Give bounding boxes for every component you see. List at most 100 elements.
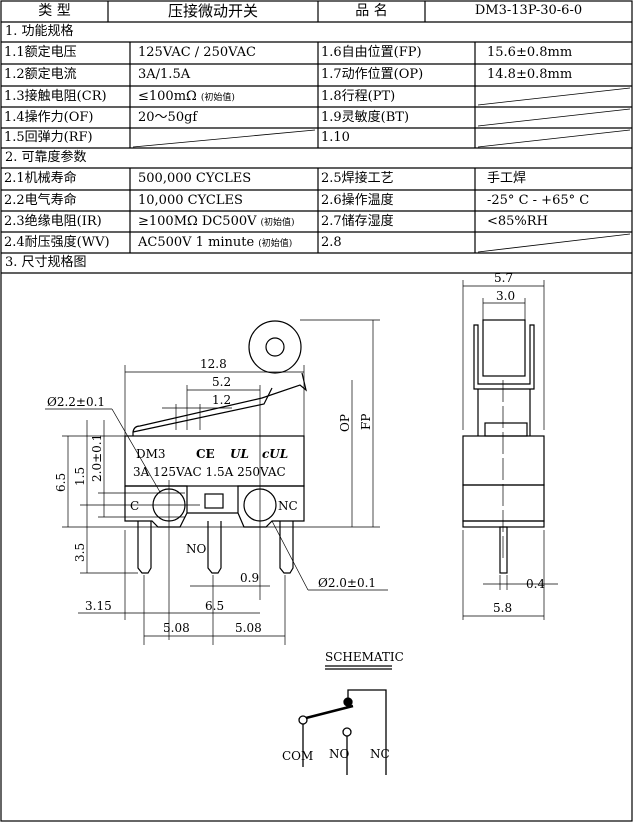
spec-cell-l2: 2.7储存湿度 [318,212,475,233]
schematic-nc: NC [370,747,390,761]
spec-cell-v1: ≥100MΩ DC500V(初始值) [130,212,318,233]
spec-cell-v1: ≤100mΩ(初始值) [130,87,318,108]
spec-cell-v2 [475,87,632,108]
ce-mark: CE [196,447,215,461]
initial-value-note: (初始值) [258,239,293,249]
section-3-title: 3. 尺寸规格图 [5,255,87,270]
spec-cell-l2: 1.10 [318,128,475,149]
dim-1-5: 1.5 [73,467,87,486]
spec-text: 1.1额定电压 [4,45,77,60]
spec-cell-l1: 1.1额定电压 [1,43,130,64]
initial-value-note: (初始值) [260,218,295,228]
spec-cell-v2 [475,128,632,149]
switch-side-view [462,280,558,620]
spec-text: 1.8行程(PT) [321,89,396,104]
terminal-no: NO [186,542,207,556]
spec-text: 2.1机械寿命 [4,171,77,186]
spec-text: 10,000 CYCLES [138,193,243,208]
spec-text: 2.7储存湿度 [321,214,394,229]
section-1-title: 1. 功能规格 [5,24,74,39]
spec-cell-v1: 10,000 CYCLES [130,191,318,212]
dim-6-5-pitch: 6.5 [205,599,224,613]
dim-5-7: 5.7 [494,271,513,285]
spec-text: 2.5焊接工艺 [321,171,394,186]
spec-cell-v2: 15.6±0.8mm [475,43,632,64]
spec-cell-l2: 1.7动作位置(OP) [318,65,475,86]
brand-mark: DM3 [136,447,166,461]
dim-op: OP [338,414,352,432]
spec-text: ≥100MΩ DC500V [138,214,257,229]
spec-cell-l1: 2.2电气寿命 [1,191,130,212]
spec-text: 2.4耐压强度(WV) [4,235,110,250]
dim-5-08-right: 5.08 [235,621,262,635]
dim-6-5-height: 6.5 [54,473,68,492]
dim-5-8: 5.8 [493,601,512,615]
spec-cell-l1: 2.1机械寿命 [1,169,130,190]
spec-text: 2.8 [321,235,342,250]
spec-text: 3A/1.5A [138,67,191,82]
spec-text: 2.2电气寿命 [4,193,77,208]
schematic-no: NO [329,747,350,761]
spec-cell-v2 [475,233,632,254]
dim-3-15: 3.15 [85,599,112,613]
terminal-c: C [130,499,139,513]
spec-text: 2.3绝缘电阻(IR) [4,214,102,229]
dim-3-5: 3.5 [73,543,87,562]
spec-text: AC500V 1 minute [138,235,255,250]
schematic-title: SCHEMATIC [325,650,404,664]
dim-5-2: 5.2 [212,375,231,389]
dim-hole-2-0: Ø2.0±0.1 [318,576,376,590]
spec-cell-l1: 2.3绝缘电阻(IR) [1,212,130,233]
spec-cell-v1: 3A/1.5A [130,65,318,86]
type-value: 压接微动开关 [167,2,258,20]
spec-text: 1.5回弹力(RF) [4,130,93,145]
dim-3-0: 3.0 [496,289,515,303]
spec-cell-l1: 2.4耐压强度(WV) [1,233,130,254]
spec-cell-l1: 1.4操作力(OF) [1,108,130,129]
switch-front-view [45,319,388,645]
spec-text: 1.7动作位置(OP) [321,67,424,82]
dim-fp: FP [359,414,373,430]
spec-cell-l1: 1.2额定电流 [1,65,130,86]
spec-cell-l1: 1.3接触电阻(CR) [1,87,130,108]
spec-cell-v1: 125VAC / 250VAC [130,43,318,64]
dim-12-8: 12.8 [200,357,227,371]
spec-cell-v2: 14.8±0.8mm [475,65,632,86]
terminal-nc: NC [278,499,298,513]
spec-text: 2.6操作温度 [321,193,394,208]
spec-text: -25° C - +65° C [487,193,590,208]
spec-cell-l2: 1.6自由位置(FP) [318,43,475,64]
spec-text: 1.10 [321,130,350,145]
rating-text: 3A 125VAC 1.5A 250VAC [133,465,286,479]
spec-text: 125VAC / 250VAC [138,45,256,60]
schematic-com: COM [282,749,313,763]
spec-cell-v2: <85%RH [475,212,632,233]
spec-cell-v1: 20～50gf [130,108,318,129]
dim-5-08-left: 5.08 [163,621,190,635]
spec-cell-l2: 2.8 [318,233,475,254]
spec-text: 1.2额定电流 [4,67,77,82]
initial-value-note: (初始值) [200,93,235,103]
spec-cell-l1: 1.5回弹力(RF) [1,128,130,149]
schematic-diagram [298,665,392,775]
spec-cell-l2: 1.9灵敏度(BT) [318,108,475,129]
cul-mark: cUL [262,447,288,461]
spec-cell-l2: 2.6操作温度 [318,191,475,212]
dim-0-4: 0.4 [526,577,545,591]
spec-cell-v2: -25° C - +65° C [475,191,632,212]
dim-hole-2-2: Ø2.2±0.1 [47,395,105,409]
drawing-labels: 12.8 5.2 1.2 Ø2.2±0.1 DM3 CE UL cUL 3A 1… [47,271,545,763]
spec-cell-v1 [130,128,318,149]
spec-text: <85%RH [487,214,548,229]
type-label: 类 型 [38,3,71,19]
spec-text: 500,000 CYCLES [138,171,252,186]
spec-cell-v2: 手工焊 [475,169,632,190]
spec-text: 手工焊 [487,171,527,186]
name-value: DM3-13P-30-6-0 [474,3,583,18]
spec-text: 1.3接触电阻(CR) [4,89,107,104]
ul-mark: UL [230,447,249,461]
dim-0-9: 0.9 [240,571,259,585]
